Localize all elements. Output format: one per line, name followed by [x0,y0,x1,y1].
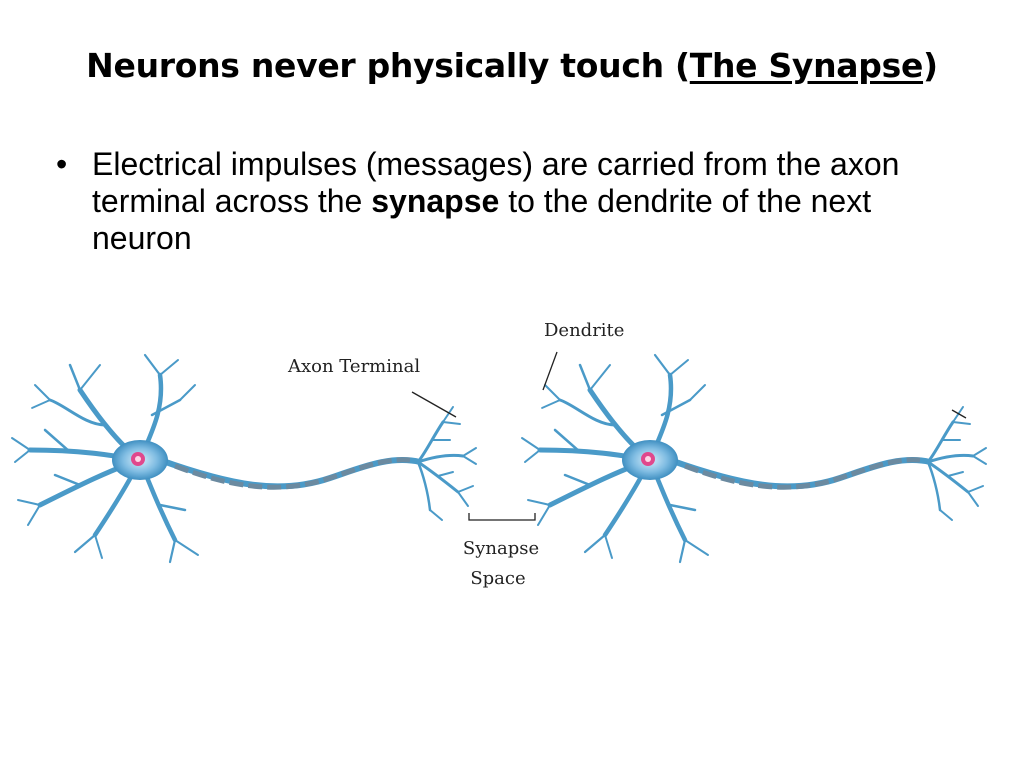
neuron-2 [522,355,988,562]
axon-terminal-label: Axon Terminal [287,356,420,377]
dendrite-label: Dendrite [544,320,624,341]
neuron-1 [12,355,478,562]
title-prefix: Neurons never physically touch ( [86,46,690,85]
bullet-bold-term: synapse [371,183,500,219]
bullet-text-part2: to the dendrite of the next neuron [92,183,872,256]
dendrite-leader [542,351,558,391]
bullet-dot: • [56,146,68,182]
title-suffix: ) [923,46,938,85]
bullet-text-part1: Electrical impulses (messages) are carri… [92,146,900,219]
title-link: The Synapse [689,46,924,85]
synapse-bracket [468,513,536,521]
synapse-label-line1: Synapse [463,538,539,559]
synapse-label-line2: Space [470,568,525,589]
slide-title: Neurons never physically touch (The Syna… [0,46,1024,85]
axon-terminal-leader [411,391,457,418]
edge-leader [951,409,967,419]
bullet-text: Electrical impulses (messages) are carri… [92,146,932,257]
